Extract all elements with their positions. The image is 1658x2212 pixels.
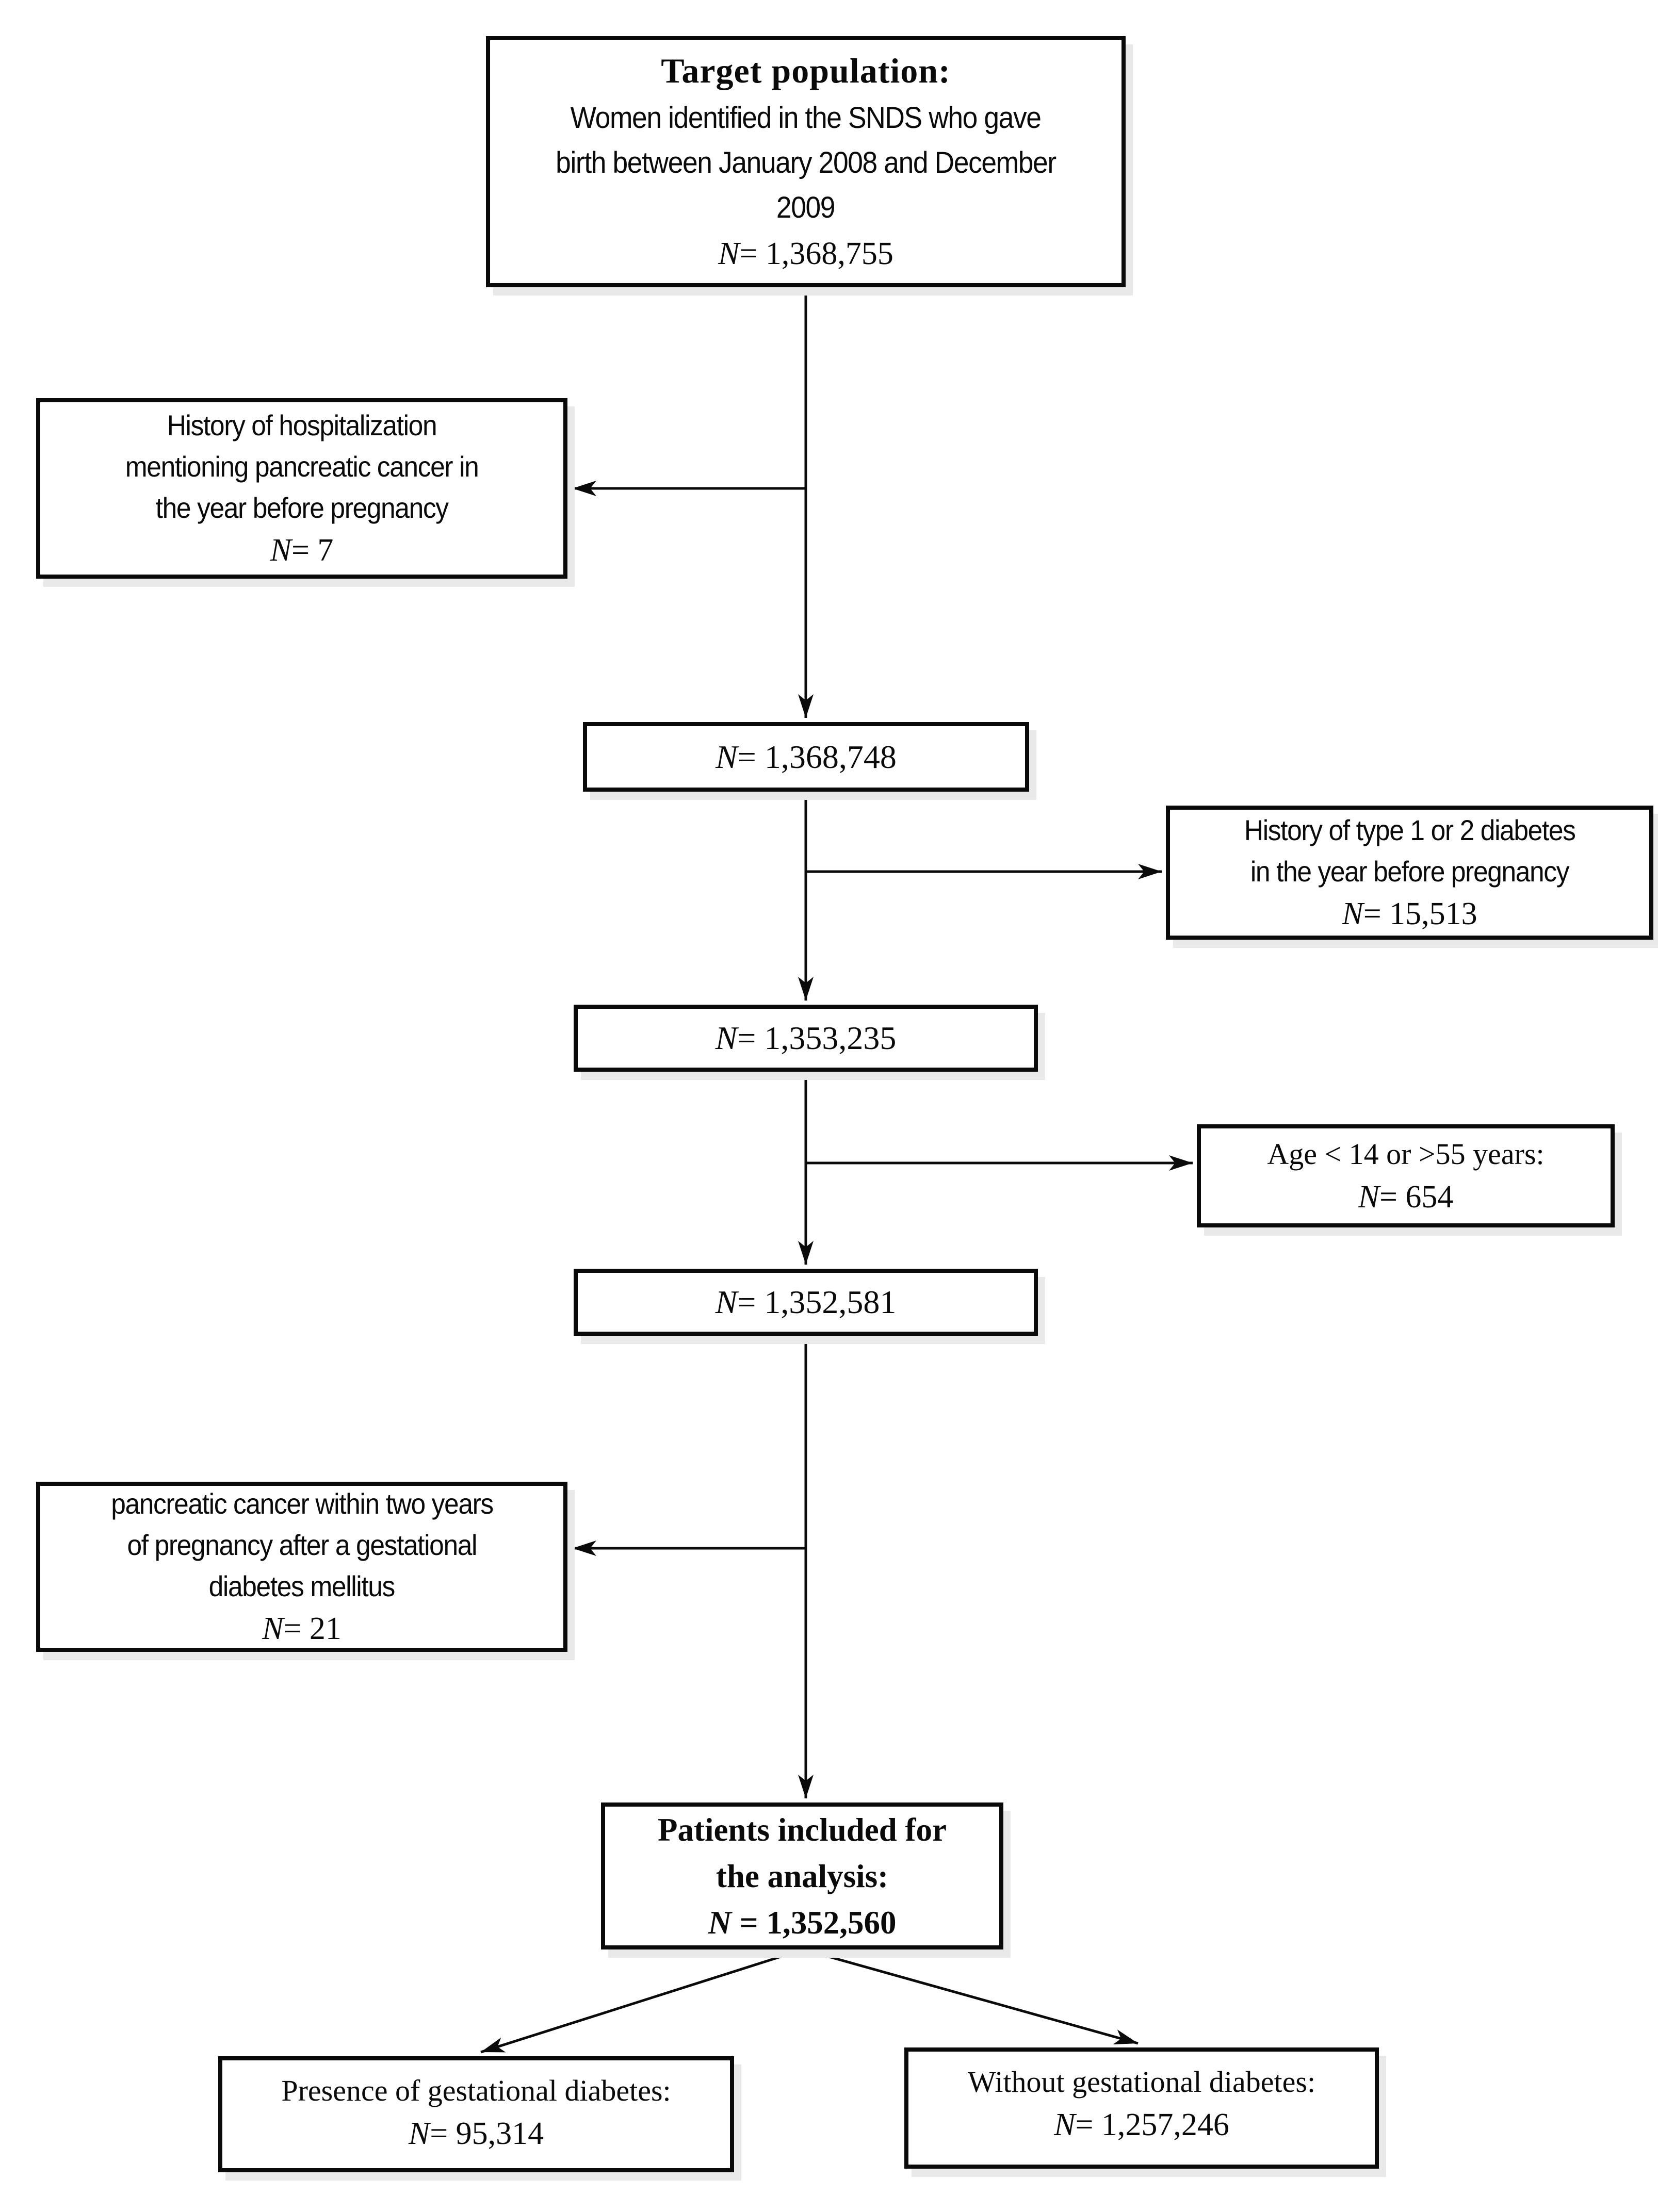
box-line: of pregnancy after a gestational (127, 1529, 477, 1561)
box-exclusion-diabetes-history: History of type 1 or 2 diabetes in the y… (1166, 806, 1653, 940)
n-count: N= 21 (262, 1607, 342, 1650)
n-count: N= 1,352,581 (716, 1279, 897, 1326)
n-count: N= 654 (1358, 1175, 1454, 1219)
n-value: = 21 (283, 1611, 342, 1646)
n-italic: N (1358, 1179, 1379, 1215)
box-line: Presence of gestational diabetes: (281, 2074, 671, 2107)
n-italic: N (715, 1020, 738, 1056)
box-title: Target population: (661, 51, 951, 90)
n-value: = 654 (1379, 1179, 1454, 1215)
n-italic: N (708, 1904, 732, 1941)
box-patients-included: Patients included for the analysis: N = … (601, 1803, 1003, 1949)
n-italic: N (270, 533, 291, 568)
n-count: N= 7 (270, 529, 334, 572)
box-exclusion-pancreatic-cancer: pancreatic cancer within two years of pr… (36, 1482, 567, 1652)
n-value: = 95,314 (430, 2116, 544, 2151)
n-italic: N (715, 1284, 738, 1320)
n-count: N= 1,368,755 (718, 230, 893, 277)
box-line: the year before pregnancy (155, 491, 449, 524)
box-line: History of hospitalization (167, 409, 437, 441)
n-count: N= 1,368,748 (716, 733, 897, 781)
n-italic: N (408, 2116, 430, 2151)
n-italic: N (262, 1611, 284, 1646)
box-line: diabetes mellitus (208, 1570, 396, 1602)
box-line: in the year before pregnancy (1250, 855, 1570, 888)
box-line: Patients included for (658, 1811, 947, 1848)
n-value: = 7 (291, 533, 334, 568)
n-value: = 15,513 (1363, 896, 1477, 931)
box-gestational-diabetes-absent: Without gestational diabetes: N= 1,257,2… (904, 2047, 1379, 2169)
n-value: = 1,352,560 (732, 1904, 897, 1941)
n-italic: N (718, 236, 740, 271)
box-line: Age < 14 or >55 years: (1267, 1137, 1545, 1171)
arrow-included-to-gdm-present (480, 1948, 804, 2054)
n-count: N= 1,257,246 (1054, 2103, 1229, 2147)
box-line: mentioning pancreatic cancer in (125, 450, 479, 483)
box-count-after-age-exclusion: N= 1,352,581 (574, 1269, 1038, 1336)
n-count: N= 15,513 (1342, 892, 1477, 936)
box-target-population: Target population: Women identified in t… (486, 36, 1126, 287)
box-line: Women identified in the SNDS who gave (571, 101, 1042, 135)
box-line: pancreatic cancer within two years (110, 1487, 494, 1520)
box-line: Without gestational diabetes: (967, 2065, 1316, 2099)
n-value: = 1,353,235 (737, 1020, 897, 1056)
box-gestational-diabetes-present: Presence of gestational diabetes: N= 95,… (218, 2056, 734, 2172)
n-italic: N (716, 738, 738, 775)
n-value: = 1,368,748 (737, 738, 897, 775)
n-value: = 1,368,755 (739, 236, 893, 271)
n-count: N= 1,353,235 (716, 1014, 897, 1062)
box-line: 2009 (776, 191, 836, 224)
n-count: N= 95,314 (409, 2112, 544, 2155)
box-count-after-hospitalization-exclusion: N= 1,368,748 (583, 722, 1029, 792)
box-count-after-diabetes-exclusion: N= 1,353,235 (574, 1005, 1038, 1072)
n-count: N = 1,352,560 (708, 1899, 897, 1946)
n-value: = 1,352,581 (737, 1284, 897, 1320)
box-exclusion-age: Age < 14 or >55 years: N= 654 (1197, 1124, 1615, 1227)
box-line: History of type 1 or 2 diabetes (1244, 814, 1576, 846)
box-exclusion-hospitalization: History of hospitalization mentioning pa… (36, 398, 567, 579)
n-italic: N (1342, 896, 1363, 931)
box-line: the analysis: (716, 1858, 889, 1894)
n-value: = 1,257,246 (1075, 2107, 1229, 2142)
arrow-included-to-gdm-absent (803, 1948, 1139, 2045)
box-line: birth between January 2008 and December (556, 146, 1056, 179)
n-italic: N (1054, 2107, 1076, 2142)
